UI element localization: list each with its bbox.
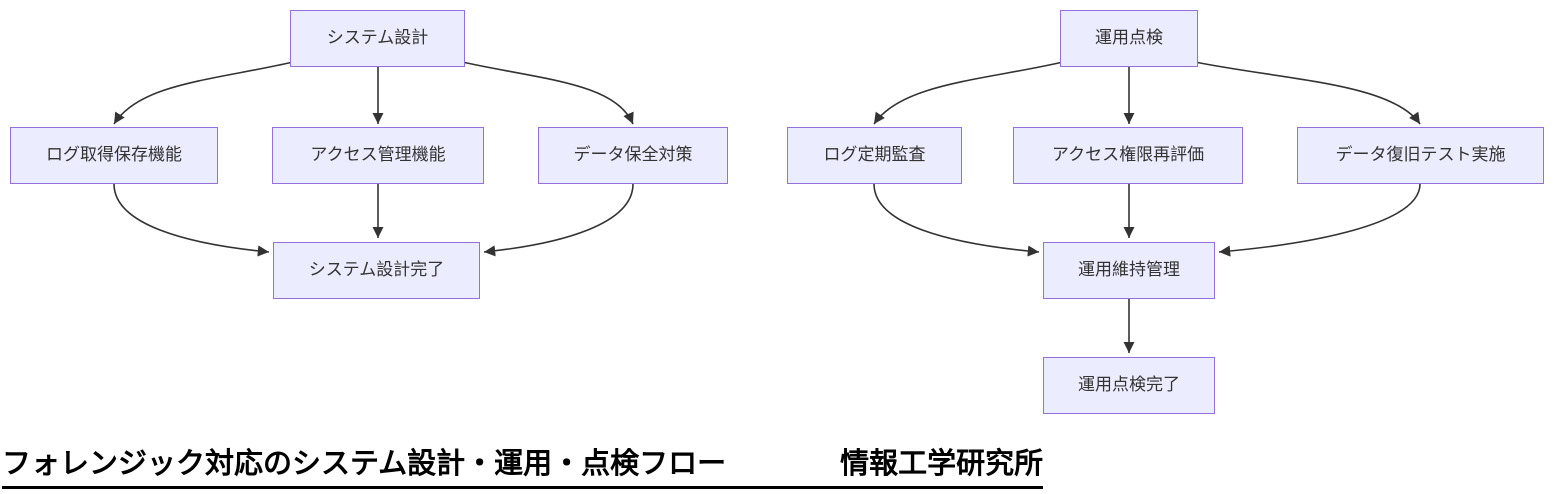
edge-recovery-test-to-ops-maintain bbox=[1218, 183, 1421, 257]
edge-data-preserve-to-sys-design-done bbox=[483, 183, 634, 257]
edge-log-audit-to-ops-maintain bbox=[873, 183, 1040, 257]
caption-org: 情報工学研究所 bbox=[840, 448, 1044, 480]
node-log-audit: ログ定期監査 bbox=[787, 127, 962, 184]
edge-ops-check-to-log-audit bbox=[873, 61, 1064, 125]
diagram-caption: フォレンジック対応のシステム設計・運用・点検フロー 情報工学研究所 bbox=[2, 440, 1044, 489]
node-ops-check: 運用点検 bbox=[1060, 10, 1198, 67]
caption-title: フォレンジック対応のシステム設計・運用・点検フロー bbox=[2, 448, 727, 480]
node-access-mgmt: アクセス管理機能 bbox=[272, 127, 484, 184]
edge-sys-design-to-log-capture bbox=[113, 61, 294, 125]
node-ops-check-done: 運用点検完了 bbox=[1043, 357, 1215, 414]
node-log-capture: ログ取得保存機能 bbox=[10, 127, 218, 184]
flow-edges-svg bbox=[113, 61, 1421, 353]
node-sys-design-done: システム設計完了 bbox=[273, 242, 480, 299]
edge-ops-check-to-recovery-test bbox=[1194, 61, 1421, 125]
node-data-preserve: データ保全対策 bbox=[538, 127, 728, 184]
node-sys-design: システム設計 bbox=[290, 10, 465, 67]
node-ops-maintain: 運用維持管理 bbox=[1043, 242, 1215, 299]
node-recovery-test: データ復旧テスト実施 bbox=[1297, 127, 1544, 184]
node-access-review: アクセス権限再評価 bbox=[1013, 127, 1243, 184]
edge-log-capture-to-sys-design-done bbox=[113, 183, 270, 257]
edge-sys-design-to-data-preserve bbox=[461, 61, 634, 125]
